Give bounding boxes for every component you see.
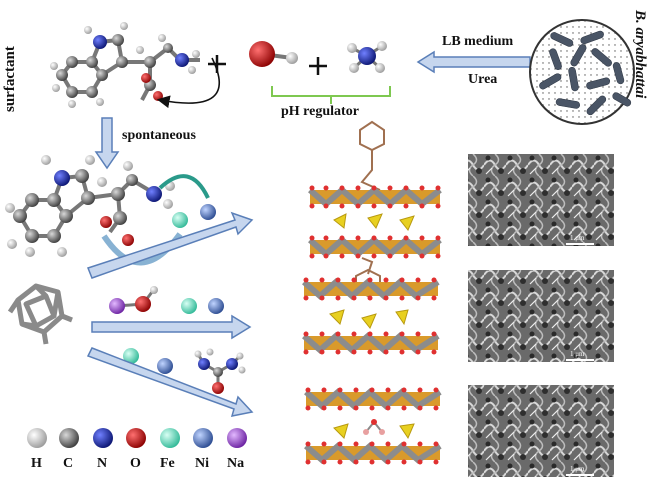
- route-arrow-3: [86, 347, 254, 417]
- urea-label: Urea: [468, 72, 498, 87]
- ammonium-molecule: [347, 41, 387, 73]
- fe-atom-2: [181, 298, 197, 314]
- legend-spheres: [27, 428, 247, 448]
- legend-label-na: Na: [227, 456, 245, 471]
- urea-molecule: [194, 348, 246, 394]
- naoh-molecule: [109, 286, 158, 314]
- spontaneous-label: spontaneous: [122, 128, 196, 143]
- legend-label-ni: Ni: [195, 456, 209, 471]
- sem-scale-bars: [566, 243, 594, 476]
- route-arrow-2: [91, 314, 252, 340]
- medium-arrow: [416, 50, 531, 74]
- surfactant-label: surfactant: [2, 46, 18, 112]
- legend-label-h: H: [31, 456, 42, 471]
- legend-label-c: C: [63, 456, 74, 471]
- legend-label-fe: Fe: [160, 456, 175, 471]
- ni-atom-2: [208, 298, 224, 314]
- ph-regulator-bracket: [271, 86, 391, 104]
- bacterium-label: B. aryabhattai: [632, 10, 648, 99]
- ldh-structure-1: [308, 120, 442, 298]
- ni-atom-3: [157, 358, 173, 374]
- spontaneous-arrow: [94, 117, 120, 170]
- sem-scale-label-2: 1 μm: [570, 350, 585, 358]
- hydroxide-molecule: [249, 41, 298, 67]
- route-arrow-1: [87, 211, 254, 279]
- ni-atom-1: [200, 204, 216, 220]
- ph-regulator-label: pH regulator: [281, 104, 359, 119]
- surfactant-molecule-top: [50, 22, 221, 109]
- sem-image-3: [468, 385, 614, 477]
- ldh-structure-3: [304, 387, 442, 465]
- plus-sign-2: [309, 57, 327, 75]
- plus-sign-1: [208, 55, 226, 73]
- ldh-structure-2: [302, 277, 440, 355]
- legend-label-o: O: [130, 456, 141, 471]
- coordination-arrow-1: [158, 174, 210, 199]
- fe-atom-1: [172, 212, 188, 228]
- legend-label-n: N: [97, 456, 108, 471]
- interlayer-surfactant-top: [359, 120, 385, 191]
- sem-image-2: [468, 270, 614, 362]
- surfactant-molecule-middle: [5, 155, 175, 257]
- sem-image-1: [468, 154, 614, 246]
- cage-molecule: [7, 283, 73, 345]
- sem-scale-label-1: 1 μm: [570, 234, 585, 242]
- bacteria-illustration: [529, 19, 635, 125]
- sem-scale-label-3: 1 μm: [570, 465, 585, 473]
- lb-medium-label: LB medium: [442, 34, 514, 49]
- fe-atom-3: [123, 348, 139, 364]
